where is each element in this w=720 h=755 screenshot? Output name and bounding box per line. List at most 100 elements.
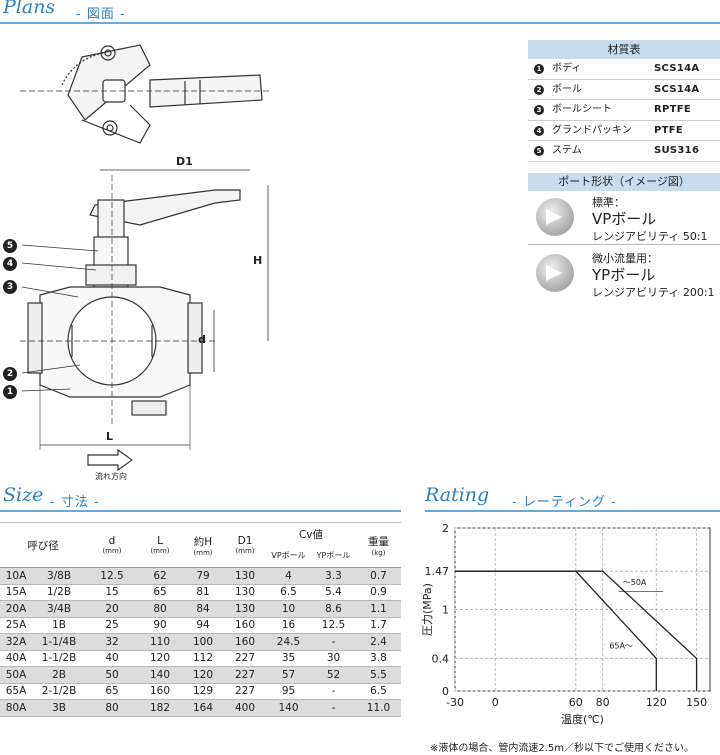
table-cell: 40	[86, 650, 138, 667]
size-rule	[0, 510, 401, 512]
y-tick-label: 0	[442, 685, 449, 698]
table-cell: 25	[86, 617, 138, 634]
marker-5: 5	[3, 239, 17, 253]
material-value: RPTFE	[654, 104, 692, 116]
col-weight: 重量(kg)	[356, 522, 401, 568]
port-range: レンジアビリティ 200:1	[592, 286, 715, 299]
marker-2: 2	[3, 367, 17, 381]
col-l-unit: (mm)	[150, 547, 170, 555]
material-name: グランドパッキン	[552, 124, 632, 136]
table-cell: 1.1	[356, 600, 401, 618]
table-cell: 160	[224, 617, 266, 634]
x-tick-label: -30	[446, 696, 464, 709]
table-cell: 3/4B	[32, 600, 86, 618]
table-cell: 8.6	[311, 600, 356, 618]
rating-subtitle: - レーティング -	[512, 495, 617, 510]
table-cell: 5.5	[356, 666, 401, 684]
material-value: SCS14A	[654, 83, 700, 95]
table-cell: 30	[311, 650, 356, 667]
table-cell: 20A	[0, 600, 33, 618]
table-cell: 3.8	[356, 650, 401, 667]
port-name: VPボール	[592, 210, 657, 228]
material-num: 2	[534, 84, 544, 95]
x-tick-label: 60	[569, 696, 583, 709]
table-cell: 12.5	[311, 617, 356, 634]
table-cell: 164	[182, 699, 224, 717]
table-cell: 1-1/4B	[32, 633, 86, 651]
marker-4: 4	[3, 257, 17, 271]
col-l: L(mm)	[138, 522, 182, 568]
table-cell: 3.3	[311, 567, 356, 585]
port-shape-header: ポート形状（イメージ図）	[528, 173, 720, 191]
table-cell: 65A	[0, 683, 33, 700]
col-weight-unit: (kg)	[371, 548, 386, 557]
plans-rule	[0, 22, 720, 24]
table-cell: 160	[138, 683, 182, 700]
table-cell: 80	[138, 600, 182, 618]
col-d-unit: (mm)	[102, 547, 122, 555]
x-tick-label: 150	[686, 696, 707, 709]
port-item-vp: 標準： VPボール レンジアビリティ 50:1	[528, 192, 720, 245]
port-label: 標準：	[592, 196, 625, 209]
y-tick-label: 1	[442, 604, 449, 617]
table-cell: 0.9	[356, 584, 401, 601]
col-h: 約H(mm)	[182, 522, 224, 568]
table-cell: 130	[224, 600, 266, 618]
table-cell: 5.4	[311, 584, 356, 601]
table-cell: 57	[266, 666, 311, 684]
table-cell: 90	[138, 617, 182, 634]
size-header-row: 呼び径 d(mm) L(mm) 約H(mm) D1(mm) Cv値 VPボール …	[0, 522, 401, 568]
dim-l: L	[106, 430, 114, 443]
table-cell: 40A	[0, 650, 33, 667]
table-cell: 2.4	[356, 633, 401, 651]
table-cell: 79	[182, 567, 224, 585]
col-h-unit: (mm)	[193, 548, 213, 557]
table-cell: 50A	[0, 666, 33, 684]
table-cell: -	[311, 699, 356, 717]
port-label: 微小流量用：	[592, 252, 658, 265]
table-cell: 62	[138, 567, 182, 585]
table-cell: 65	[138, 584, 182, 601]
table-cell: 10	[266, 600, 311, 618]
material-num: 3	[534, 105, 544, 116]
table-cell: 227	[224, 650, 266, 667]
x-tick-label: 120	[646, 696, 667, 709]
series-line	[455, 570, 657, 691]
table-cell: 24.5	[266, 633, 311, 651]
plans-subtitle: - 図面 -	[76, 7, 126, 22]
material-row: 3 ボールシート RPTFE	[528, 100, 720, 121]
series-label: ～50A	[623, 578, 647, 587]
x-tick-label: 80	[596, 696, 610, 709]
table-cell: 11.0	[356, 699, 401, 717]
table-cell: 10A	[0, 567, 33, 585]
valve-drawing	[20, 44, 270, 472]
table-cell: 120	[182, 666, 224, 684]
col-d: d(mm)	[86, 522, 138, 568]
table-cell: 81	[182, 584, 224, 601]
table-cell: 4	[266, 567, 311, 585]
table-cell: 100	[182, 633, 224, 651]
table-cell: 227	[224, 666, 266, 684]
col-d1-label: D1	[237, 535, 253, 547]
table-cell: 140	[266, 699, 311, 717]
material-name: ボール	[552, 83, 582, 95]
col-l-label: L	[157, 535, 163, 547]
rating-title: Rating	[425, 484, 490, 506]
table-cell: 80A	[0, 699, 33, 717]
material-num: 1	[534, 64, 544, 74]
material-value: SUS316	[654, 145, 700, 157]
size-table: 呼び径 d(mm) L(mm) 約H(mm) D1(mm) Cv値 VPボール …	[0, 522, 401, 717]
table-cell: 0.7	[356, 567, 401, 585]
port-item-yp: 微小流量用： YPボール レンジアビリティ 200:1	[528, 248, 720, 300]
table-cell: 15	[86, 584, 138, 601]
table-cell: 227	[224, 683, 266, 700]
table-cell: 1B	[32, 617, 86, 634]
x-axis-label: 温度(℃)	[561, 712, 604, 726]
port-name: YPボール	[592, 266, 656, 284]
table-cell: 2-1/2B	[32, 683, 86, 700]
table-cell: 12.5	[86, 567, 138, 585]
